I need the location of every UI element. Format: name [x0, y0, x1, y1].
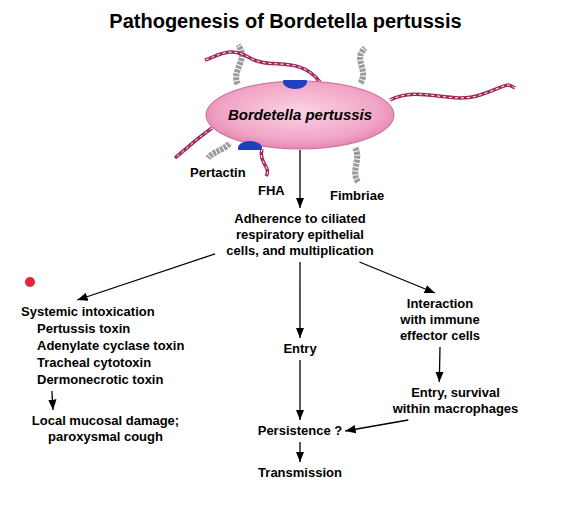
node-text: Systemic intoxication	[21, 303, 184, 320]
list-item: Tracheal cytotoxin	[21, 354, 184, 371]
node-text: Persistence ?	[258, 423, 343, 439]
outcome-step: Transmission	[255, 462, 345, 484]
node-text: Entry	[283, 341, 316, 357]
flow-arrow	[77, 254, 215, 300]
list-item: Adenylate cyclase toxin	[21, 337, 184, 354]
node-text: Local mucosal damage; paroxysmal cough	[21, 413, 190, 445]
node-text: Entry, survival within macrophages	[391, 385, 520, 417]
flow-arrow	[299, 442, 300, 462]
flow-arrow	[52, 391, 53, 410]
fha-strands	[175, 52, 515, 176]
process-step: Interaction with immune effector cells	[390, 293, 490, 347]
bacterium-cell: Bordetella pertussis	[205, 80, 395, 150]
flow-arrow	[299, 360, 300, 420]
part-label: Pertactin	[190, 165, 246, 180]
toxin-dot	[25, 277, 35, 287]
list-item: Pertussis toxin	[21, 320, 184, 337]
toxin-list: Systemic intoxicationPertussis toxinAden…	[18, 300, 187, 391]
process-step: Persistence ?	[255, 420, 346, 442]
process-step: Entry	[280, 338, 319, 360]
node-text: Interaction with immune effector cells	[393, 296, 487, 344]
part-label: FHA	[258, 183, 285, 198]
list-item: Dermonecrotic toxin	[21, 371, 184, 388]
node-text: Transmission	[258, 465, 342, 481]
flow-arrow	[360, 262, 436, 293]
process-step: Entry, survival within macrophages	[388, 382, 523, 420]
diagram-title: Pathogenesis of Bordetella pertussis	[0, 10, 571, 33]
outcome-step: Local mucosal damage; paroxysmal cough	[18, 410, 193, 448]
flow-arrow	[439, 347, 441, 382]
part-label: Fimbriae	[330, 188, 384, 203]
process-step: Adherence to ciliated respiratory epithe…	[215, 208, 385, 262]
node-text: Adherence to ciliated respiratory epithe…	[218, 211, 382, 259]
flow-arrow	[345, 420, 408, 431]
flow-arrow	[299, 150, 300, 208]
node-text: Bordetella pertussis	[228, 107, 372, 123]
flow-arrow	[299, 262, 300, 338]
